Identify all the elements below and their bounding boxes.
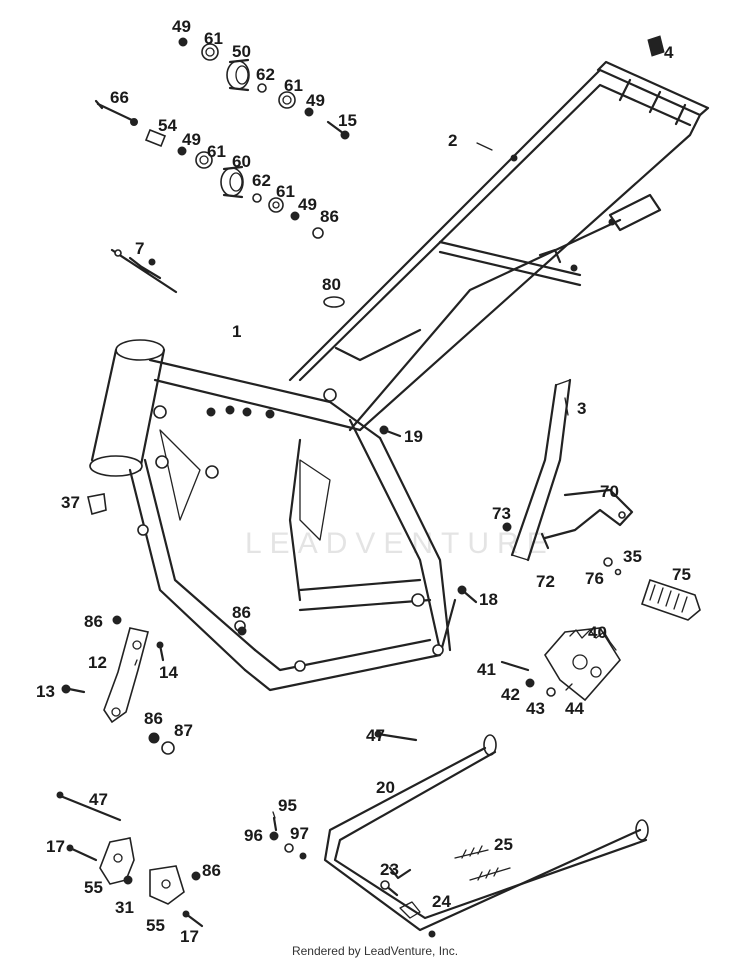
label-55: 55	[84, 878, 103, 897]
label-73: 73	[492, 504, 511, 523]
label-13: 13	[36, 682, 55, 701]
label-2: 2	[448, 131, 457, 150]
footpeg-rubber	[640, 578, 701, 621]
label-49: 49	[306, 91, 325, 110]
label-72: 72	[536, 572, 555, 591]
label-80: 80	[322, 275, 341, 294]
label-49: 49	[182, 130, 201, 149]
label-60: 60	[232, 152, 251, 171]
rear-subframe	[288, 60, 710, 432]
label-62: 62	[256, 65, 275, 84]
label-17: 17	[180, 927, 199, 946]
label-47: 47	[89, 790, 108, 809]
stand-mount-brackets	[56, 791, 204, 928]
label-95: 95	[278, 796, 297, 815]
label-19: 19	[404, 427, 423, 446]
label-37: 37	[61, 493, 80, 512]
label-75: 75	[672, 565, 691, 584]
label-7: 7	[135, 239, 144, 258]
label-18: 18	[479, 590, 498, 609]
label-43: 43	[526, 699, 545, 718]
bolt-18	[457, 585, 478, 604]
label-66: 66	[110, 88, 129, 107]
footpeg-metal	[544, 627, 621, 702]
bracket-part-12	[103, 627, 149, 724]
label-15: 15	[338, 111, 357, 130]
label-24: 24	[432, 892, 451, 911]
stand-springs	[454, 845, 511, 881]
label-61: 61	[276, 182, 295, 201]
label-40: 40	[588, 623, 607, 642]
label-86: 86	[232, 603, 251, 622]
footer-credit: Rendered by LeadVenture, Inc.	[291, 944, 459, 958]
label-54: 54	[158, 116, 177, 135]
label-86: 86	[84, 612, 103, 631]
label-42: 42	[501, 685, 520, 704]
label-25: 25	[494, 835, 513, 854]
washer-part-80	[323, 296, 345, 308]
label-61: 61	[204, 29, 223, 48]
label-61: 61	[207, 142, 226, 161]
cap-part-4	[647, 35, 665, 57]
label-76: 76	[585, 569, 604, 588]
label-17: 17	[46, 837, 65, 856]
label-4: 4	[664, 43, 674, 62]
label-47: 47	[366, 726, 385, 745]
label-35: 35	[623, 547, 642, 566]
label-86: 86	[144, 709, 163, 728]
hardware-lower-left	[61, 615, 247, 755]
label-50: 50	[232, 42, 251, 61]
main-frame	[89, 339, 457, 692]
label-49: 49	[298, 195, 317, 214]
label-96: 96	[244, 826, 263, 845]
label-1: 1	[232, 322, 241, 341]
peg-pin-hardware	[500, 522, 622, 697]
side-stand	[323, 734, 649, 932]
label-86: 86	[202, 861, 221, 880]
label-86: 86	[320, 207, 339, 226]
label-20: 20	[376, 778, 395, 797]
label-87: 87	[174, 721, 193, 740]
label-55: 55	[146, 916, 165, 935]
label-62: 62	[252, 171, 271, 190]
label-70: 70	[600, 482, 619, 501]
leader-lines	[134, 142, 569, 819]
fitting-part-7	[110, 248, 178, 294]
label-49: 49	[172, 17, 191, 36]
label-41: 41	[477, 660, 496, 679]
bearing-hardware-row-1	[178, 37, 350, 140]
label-97: 97	[290, 824, 309, 843]
label-61: 61	[284, 76, 303, 95]
label-23: 23	[380, 860, 399, 879]
bearing-hardware-row-2	[94, 99, 324, 239]
plug-37	[87, 493, 107, 515]
label-44: 44	[565, 699, 584, 718]
bolt-19	[379, 425, 402, 438]
label-12: 12	[88, 653, 107, 672]
label-31: 31	[115, 898, 134, 917]
part-labels: 49 61 50 62 61 49 15 66 54 49 61 60 62 6…	[36, 17, 691, 946]
stand-hardware	[269, 730, 436, 938]
label-3: 3	[577, 399, 586, 418]
footpeg-bracket	[543, 488, 634, 540]
label-14: 14	[159, 663, 178, 682]
